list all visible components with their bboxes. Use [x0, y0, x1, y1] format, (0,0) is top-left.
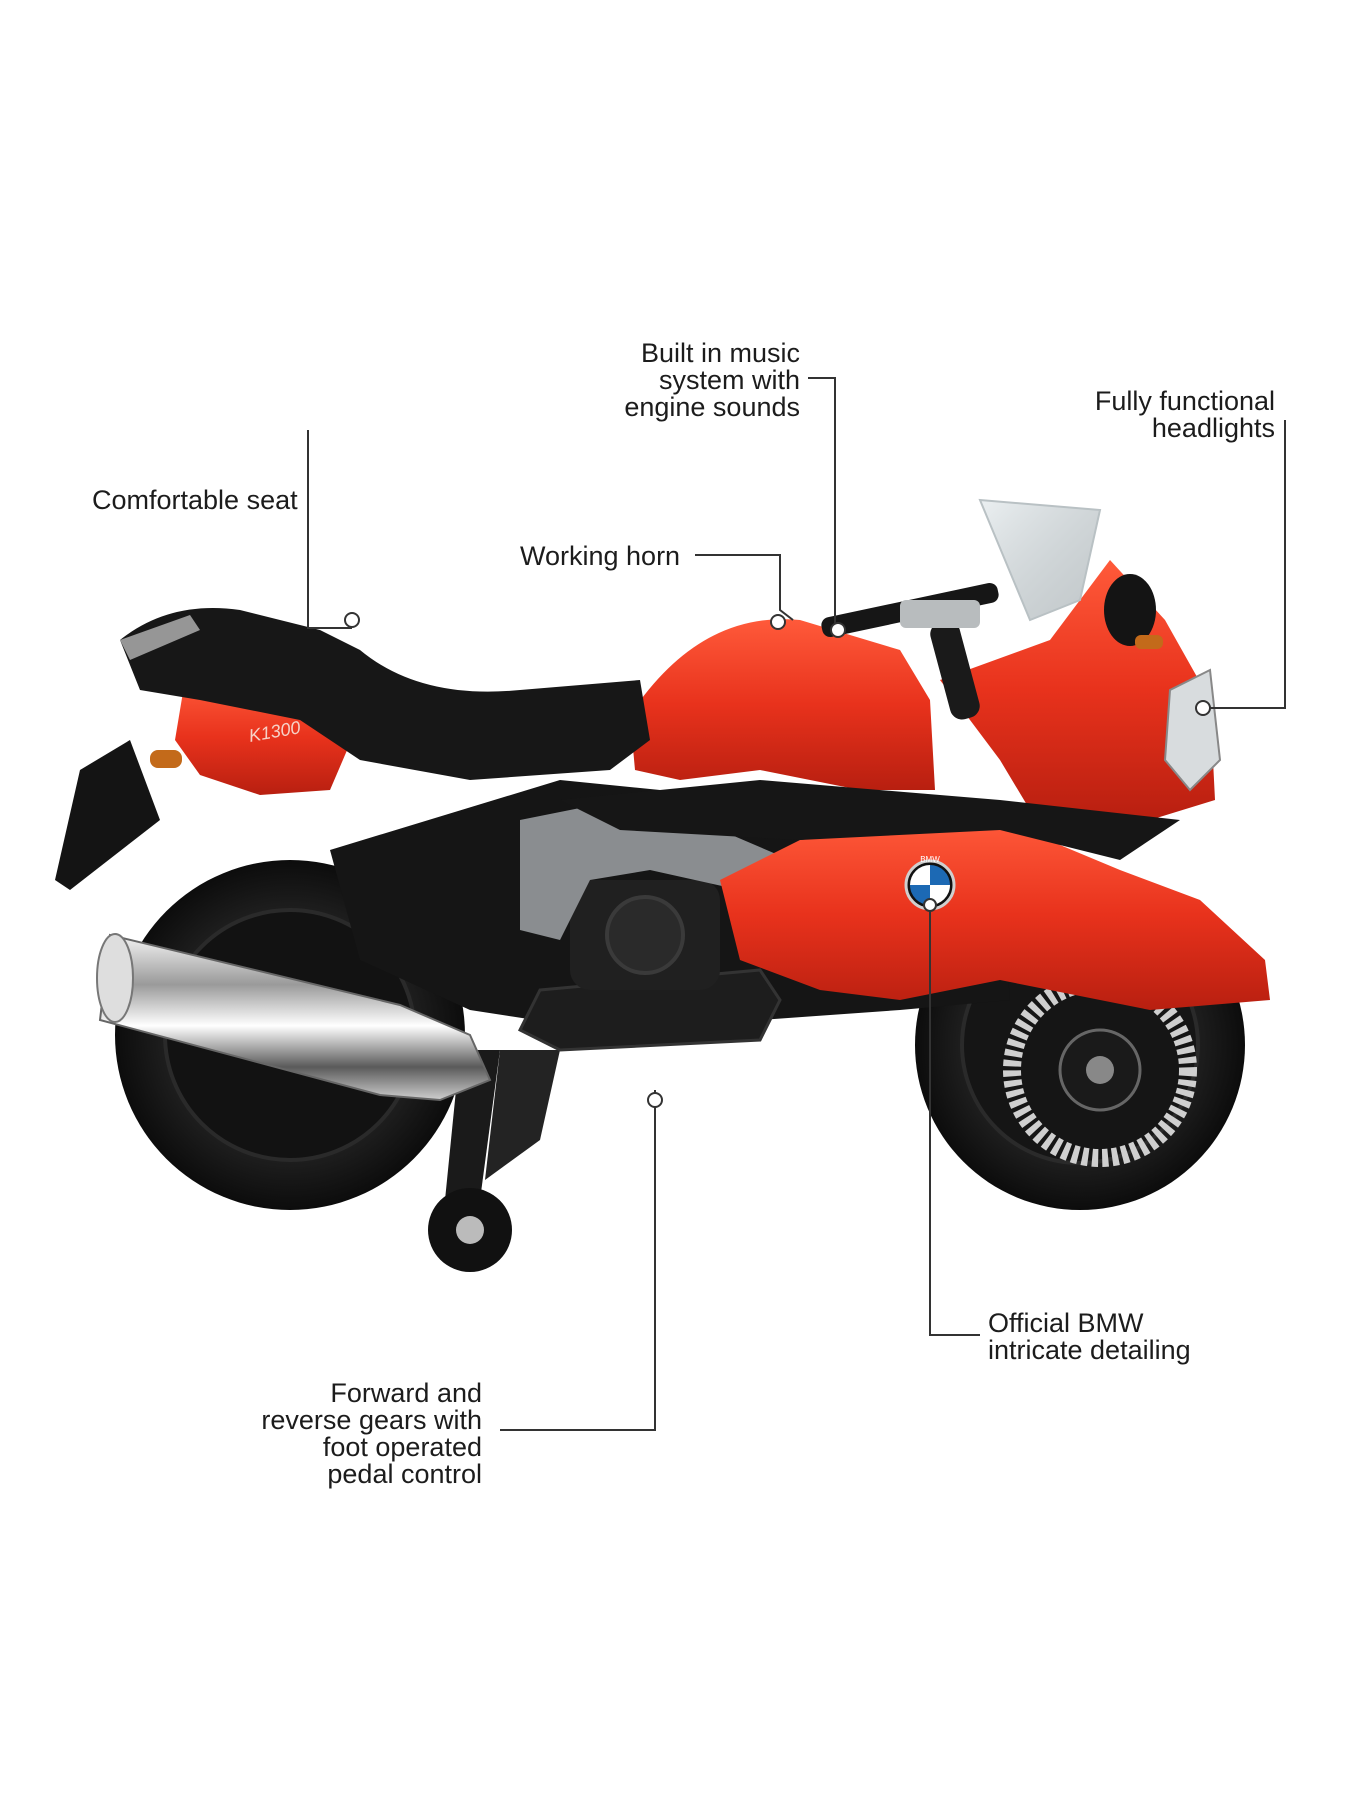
exhaust-pipe [96, 933, 492, 1102]
callout-music-line-1: Built in music [640, 338, 800, 368]
leader-line-seat [307, 430, 352, 629]
dot-bmw [923, 898, 937, 912]
fuel-tank [630, 619, 935, 790]
windshield [978, 498, 1102, 622]
bmw-badge-text: BMW [920, 855, 940, 864]
callout-seat-line-1: Comfortable seat [92, 485, 298, 515]
leader-line-headlights [1205, 420, 1286, 709]
callout-headlights-line-1: Fully functional [1094, 386, 1275, 416]
handlebar [821, 582, 999, 720]
callout-bmw-line-1: Official BMW [988, 1308, 1144, 1338]
callout-gears-line-3: foot operated [322, 1432, 482, 1462]
callout-gears-line-4: pedal control [327, 1459, 482, 1489]
leader-line-music [808, 377, 836, 625]
mirror [1104, 574, 1156, 646]
callout-gears-line-2: reverse gears with [261, 1405, 482, 1435]
callout-music-line-2: system with [658, 365, 800, 395]
callout-music-line-3: engine sounds [624, 392, 800, 422]
dot-horn [770, 614, 786, 630]
dot-seat [344, 612, 360, 628]
rear-fender [55, 740, 160, 890]
callout-gears: Forward and reverse gears with foot oper… [220, 1380, 482, 1488]
seat [120, 608, 650, 780]
callout-horn: Working horn [520, 543, 680, 570]
leader-line-bmw [929, 905, 980, 1336]
black-accent [560, 780, 1180, 860]
headlight [1163, 668, 1222, 792]
dot-music [830, 622, 846, 638]
bmw-badge: BMW [904, 855, 956, 911]
callout-bmw-line-2: intricate detailing [988, 1335, 1191, 1365]
dot-headlights [1195, 700, 1211, 716]
engine-block [570, 880, 720, 990]
callout-headlights: Fully functional headlights [1020, 388, 1275, 442]
callout-music: Built in music system with engine sounds [570, 340, 800, 421]
side-panel [720, 820, 1270, 1010]
leader-dots [344, 612, 1211, 1108]
callout-headlights-line-2: headlights [1151, 413, 1275, 443]
dot-gears [647, 1092, 663, 1108]
callout-horn-line-1: Working horn [520, 541, 681, 571]
training-wheel [428, 1050, 560, 1272]
rear-turn-signal [150, 750, 182, 768]
leader-lines [307, 377, 1286, 1431]
callout-bmw: Official BMW intricate detailing [988, 1310, 1191, 1364]
front-turn-signal [1135, 635, 1163, 649]
callout-gears-line-1: Forward and [330, 1378, 482, 1408]
leader-line-gears [500, 1090, 656, 1431]
footboard [517, 968, 782, 1052]
callout-seat: Comfortable seat [92, 487, 298, 514]
leader-line-horn [695, 554, 794, 621]
